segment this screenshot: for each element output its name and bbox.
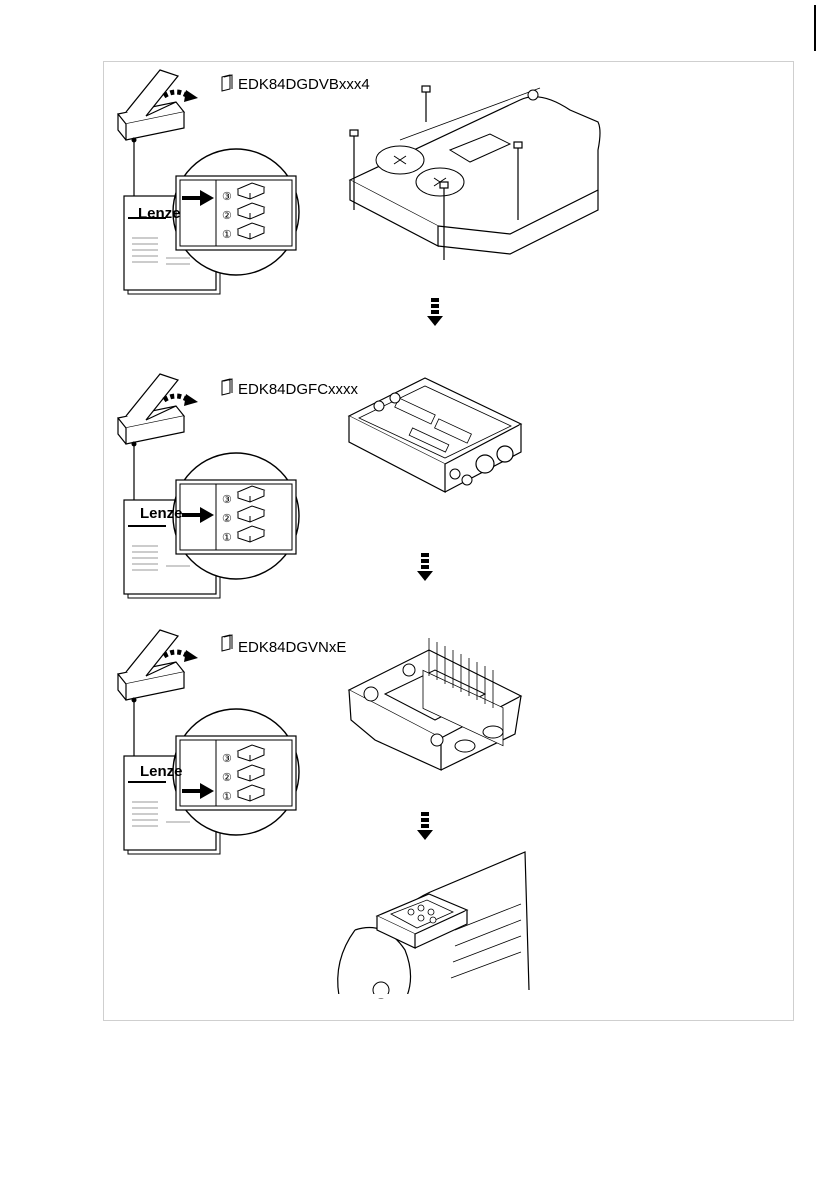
motor-illustration	[325, 850, 535, 1000]
down-flow-arrow-icon	[425, 298, 445, 330]
manual-book-icon	[221, 378, 235, 396]
module-stack-icon	[238, 745, 268, 805]
manual-book-icon	[221, 74, 235, 92]
marker-1: ①	[222, 529, 232, 547]
brand-logo: Lenze	[140, 763, 183, 781]
drive-cover-assembly	[340, 70, 610, 265]
marker-3: ③	[222, 188, 232, 206]
communication-unit	[345, 372, 525, 502]
document-code-label: EDK84DGVNxE	[238, 639, 346, 657]
brand-logo: Lenze	[138, 205, 181, 223]
marker-2: ②	[222, 207, 232, 225]
marker-2: ②	[222, 769, 232, 787]
brand-logo: Lenze	[140, 505, 183, 523]
module-stack-icon	[238, 486, 268, 546]
marker-3: ③	[222, 750, 232, 768]
marker-3: ③	[222, 491, 232, 509]
down-flow-arrow-icon	[415, 812, 435, 844]
down-flow-arrow-icon	[415, 553, 435, 585]
wiring-box-base	[345, 630, 525, 775]
page-edge-mark	[814, 5, 816, 51]
document-code-label: EDK84DGFCxxxx	[238, 381, 358, 399]
manual-book-icon	[221, 634, 235, 652]
marker-2: ②	[222, 510, 232, 528]
marker-1: ①	[222, 226, 232, 244]
marker-1: ①	[222, 788, 232, 806]
module-stack-icon	[238, 183, 268, 243]
